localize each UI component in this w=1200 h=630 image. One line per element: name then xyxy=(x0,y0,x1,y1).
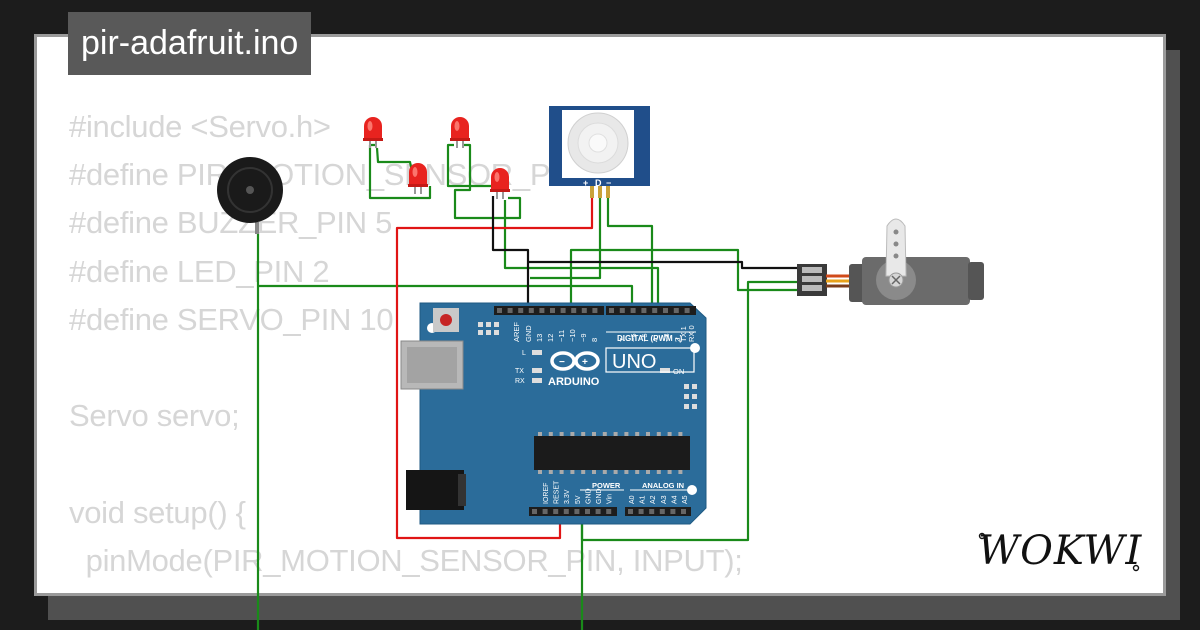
digital-pin-label: TX 1 xyxy=(679,326,688,342)
tx-label: TX xyxy=(515,368,524,375)
wire-led-gnd xyxy=(491,196,530,308)
analog-pin-label: A0 xyxy=(629,495,636,504)
wokwi-logo-icon: WOKWI xyxy=(976,524,1151,576)
digital-pin-label: 13 xyxy=(535,334,544,342)
wire-servo-signal xyxy=(569,248,800,308)
code-line: #include <Servo.h> xyxy=(69,109,331,144)
digital-pin-label: ~10 xyxy=(568,329,577,342)
analog-pin-label: A2 xyxy=(650,495,657,504)
wire-led-3 xyxy=(453,143,522,220)
l-led-label: L xyxy=(522,350,526,357)
power-pin-label: RESET xyxy=(554,480,561,504)
digital-pin-label: ~11 xyxy=(557,330,566,342)
digital-pin-label: 2 xyxy=(673,338,682,342)
code-line: Servo servo; xyxy=(69,398,240,434)
digital-pin-label: ~5 xyxy=(640,333,649,342)
pir-pin-vcc-label: + xyxy=(583,178,588,188)
rx-label: RX xyxy=(515,378,525,385)
power-pin-label: 3.3V xyxy=(564,489,571,504)
analog-pin-label: A5 xyxy=(682,495,689,504)
power-pin-label: Vin xyxy=(607,494,614,504)
code-line: pinMode(BUZZER_PIN, OUTPUT); xyxy=(69,585,743,593)
power-jack xyxy=(406,470,464,510)
digital-pin-label: 7 xyxy=(618,338,627,342)
digital-pin-label: ~9 xyxy=(579,333,588,342)
atmega-chip xyxy=(534,436,690,470)
digital-pin-label: 12 xyxy=(546,334,555,342)
power-pin-label: IOREF xyxy=(543,483,550,504)
analog-pin-label: A3 xyxy=(661,495,668,504)
digital-pin-label: GND xyxy=(524,325,533,342)
red-led[interactable] xyxy=(450,117,470,148)
code-line: #define LED_PIN 2 xyxy=(69,253,330,289)
digital-pin-label: 8 xyxy=(590,338,599,342)
analog-pin-label: A1 xyxy=(640,495,647,504)
red-led[interactable] xyxy=(408,163,428,194)
digital-pin-label: ~3 xyxy=(662,333,671,342)
wokwi-brand-label: WOKWI xyxy=(978,528,1142,574)
analog-header-label: ANALOG IN xyxy=(642,481,684,490)
wire-buzzer-signal xyxy=(258,284,634,308)
digital-pin-label: 4 xyxy=(651,338,660,342)
digital-pin-label: RX 0 xyxy=(687,325,696,342)
code-line: #define BUZZER_PIN 5 xyxy=(69,205,393,241)
arduino-infinity-icon xyxy=(550,351,600,371)
power-pin-label: GND xyxy=(596,488,603,504)
code-line: void setup() { xyxy=(69,494,246,530)
wire-pir-gnd xyxy=(606,196,654,308)
svg-text:+: + xyxy=(582,357,588,368)
pir-sensor[interactable]: + D − xyxy=(549,106,650,198)
power-pin-label: GND xyxy=(585,488,592,504)
pir-pin-data-label: D xyxy=(595,178,602,188)
code-line: pinMode(PIR_MOTION_SENSOR_PIN, INPUT); xyxy=(69,542,743,578)
code-line: #define SERVO_PIN 10 xyxy=(69,301,394,337)
analog-pin-label: A4 xyxy=(671,495,678,504)
buzzer[interactable] xyxy=(217,157,283,234)
digital-header-label: DIGITAL (PWM ~) xyxy=(617,334,683,343)
red-led[interactable] xyxy=(363,117,383,148)
digital-pin-label: AREF xyxy=(512,322,521,342)
power-header-label: POWER xyxy=(592,481,621,490)
pir-pin-gnd-label: − xyxy=(606,178,611,188)
wire-servo-gnd xyxy=(528,260,800,270)
wire-led-signal xyxy=(503,200,660,308)
red-led[interactable] xyxy=(490,168,510,199)
power-pin-label: 5V xyxy=(575,495,582,504)
wire-pir-signal xyxy=(530,196,602,280)
wire-led-1 xyxy=(368,143,432,200)
filename-tag: pir-adafruit.ino xyxy=(68,12,312,75)
arduino-brand-label: ARDUINO xyxy=(548,376,600,388)
svg-text:−: − xyxy=(559,357,565,368)
board-model-label: UNO xyxy=(612,351,656,373)
servo-motor[interactable] xyxy=(797,218,984,305)
wire-pir-vcc xyxy=(395,196,594,540)
digital-pin-label: ~6 xyxy=(629,333,638,342)
